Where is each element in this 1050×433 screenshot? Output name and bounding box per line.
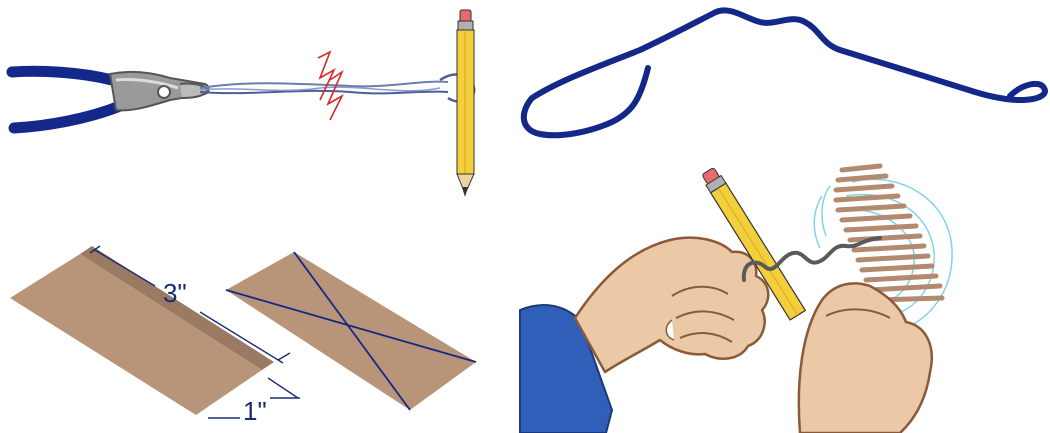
pencil-icon [457,10,474,197]
dimension-length-label: 3" [163,278,187,308]
pliers-icon [12,71,209,128]
paper-strip-crossed-icon [226,252,476,410]
panel-bottom-left: 3" 1" [10,246,476,426]
panel-top-right [524,10,1045,135]
hand-icon [575,238,768,372]
dimension-width-label: 1" [243,396,267,426]
bent-wire-icon [524,10,1045,135]
wire-icon [200,74,474,101]
paper-strip-icon [10,246,274,415]
panel-bottom-right [520,166,952,433]
panel-top-left [12,10,474,197]
